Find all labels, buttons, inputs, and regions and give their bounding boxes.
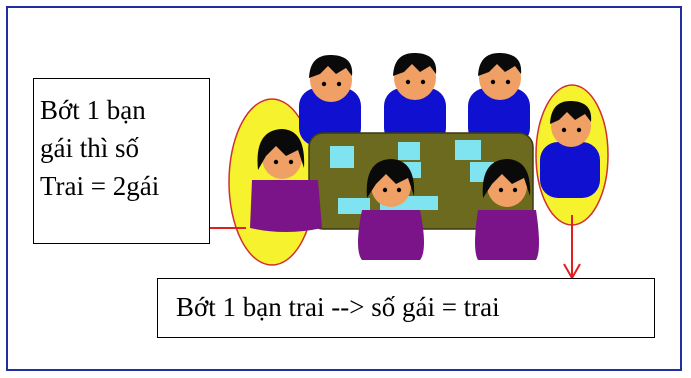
boy-figure [299, 54, 361, 146]
left-note-line: gái thì số [40, 133, 139, 163]
boy-figure-removed [540, 100, 600, 198]
girl-figure-removed [250, 129, 322, 232]
classroom-table [308, 132, 534, 230]
left-note-box: Bớt 1 bạn gái thì số Trai = 2gái [33, 78, 210, 244]
girl-figure [475, 159, 539, 260]
bottom-note-text: Bớt 1 bạn trai --> số gái = trai [176, 292, 500, 322]
boy-figure [468, 52, 530, 146]
boy-figure [384, 52, 446, 146]
girl-figure [358, 159, 424, 260]
left-note-line: Trai = 2gái [40, 171, 160, 201]
left-note-line: Bớt 1 bạn [40, 95, 146, 125]
bottom-note-box: Bớt 1 bạn trai --> số gái = trai [157, 278, 655, 338]
